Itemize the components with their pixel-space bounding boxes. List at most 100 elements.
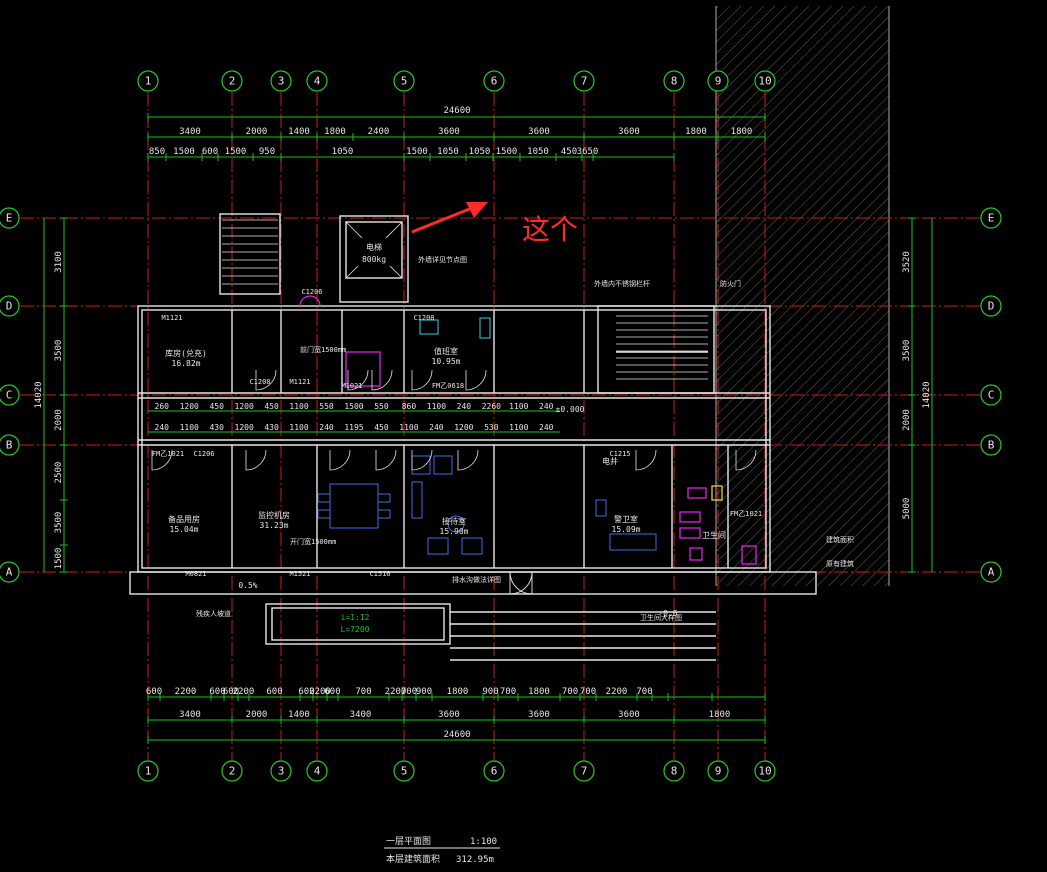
svg-text:2: 2 (229, 765, 236, 778)
grid-bubble-D-right: D (980, 295, 1002, 317)
annotation-note: 卫生间大样图 (640, 613, 682, 622)
left-dim: 3500 (54, 512, 64, 534)
svg-text:10.95m: 10.95m (432, 357, 461, 366)
svg-text:接待室: 接待室 (442, 516, 466, 526)
interior-dim-c: 1200 (180, 402, 199, 411)
interior-dim-b: 530 (484, 423, 499, 432)
top-dim-row1: 2400 (368, 127, 390, 137)
svg-text:7: 7 (581, 765, 588, 778)
door-tag: FM乙1021 (730, 510, 762, 518)
grid-bubble-2-bot: 2 (221, 760, 243, 782)
svg-text:2: 2 (229, 75, 236, 88)
annotation-note: 外墙内不锈钢栏杆 (594, 279, 650, 288)
building-walls (129, 213, 817, 661)
door-tag: M0821 (185, 570, 206, 578)
existing-building-hatch (716, 6, 889, 586)
top-dim-row2: 850 (149, 147, 165, 157)
door-tag: C1206 (193, 450, 214, 458)
interior-dim-c: 860 (402, 402, 417, 411)
annotation-note: 建筑面积 (826, 535, 854, 544)
bottom-dim-row1: 700 (562, 687, 578, 697)
svg-text:9: 9 (715, 75, 722, 88)
top-dim-row1: 3600 (528, 127, 550, 137)
interior-dim-c: 550 (374, 402, 389, 411)
right-dim: 3500 (902, 340, 912, 362)
annotation-note: 开门宽1500mm (290, 537, 336, 546)
door-tag: C1206 (301, 288, 322, 296)
grid-bubble-8-top: 8 (663, 70, 685, 92)
svg-text:15.90m: 15.90m (440, 527, 469, 536)
top-dim-row2: 1500 (406, 147, 428, 157)
grid-bubble-9-bot: 9 (707, 760, 729, 782)
bottom-dim-row1: 2200 (385, 687, 407, 697)
interior-dim-b: 1100 (289, 423, 308, 432)
svg-text:监控机房: 监控机房 (258, 510, 290, 520)
bottom-dim-row2: 2000 (246, 710, 268, 720)
door-tag: FM乙0618 (432, 382, 464, 390)
bottom-dim-row2: 1400 (288, 710, 310, 720)
left-dim: 1500 (54, 548, 64, 570)
top-dim-row2: 1500 (173, 147, 195, 157)
door-swings (151, 369, 757, 595)
interior-dim-c: 550 (319, 402, 334, 411)
interior-dim-b: 430 (264, 423, 279, 432)
svg-text:31.23m: 31.23m (260, 521, 289, 530)
top-dim-row2: 950 (259, 147, 275, 157)
grid-bubble-B-left: B (0, 434, 20, 456)
grid-bubble-4-top: 4 (306, 70, 328, 92)
top-dim-row2: 1500 (496, 147, 518, 157)
area-value: 312.95m (456, 855, 494, 865)
grid-bubble-6-top: 6 (483, 70, 505, 92)
top-dim-row1: 3400 (179, 127, 201, 137)
bottom-dim-row2: 3600 (528, 710, 550, 720)
door-tag: M1521 (289, 570, 310, 578)
right-dim: 2000 (902, 409, 912, 431)
drawing-title: 一层平面图 (386, 836, 431, 847)
left-dim: 3100 (54, 251, 64, 273)
interior-dim-b: 1100 (180, 423, 199, 432)
svg-text:卫生间: 卫生间 (702, 530, 726, 540)
interior-dim-b: 450 (374, 423, 389, 432)
top-dim-row2: 1050 (437, 147, 459, 157)
bottom-dim-row1: 600 (209, 687, 225, 697)
interior-dim-c: 1100 (427, 402, 446, 411)
annotation-note: 前门宽1500mm (300, 345, 346, 354)
door-tag: C1516 (369, 570, 390, 578)
grid-bubble-7-top: 7 (573, 70, 595, 92)
grid-bubble-E-right: E (980, 207, 1002, 229)
annotation-text: 这个 (522, 213, 578, 246)
grid-bubble-7-bot: 7 (573, 760, 595, 782)
elevator-shaft: 电梯 800kg (345, 221, 403, 279)
bottom-dim-row1: 900 (482, 687, 498, 697)
top-dim-row2: 600 (202, 147, 218, 157)
bottom-dim-row1: 2200 (309, 687, 331, 697)
svg-text:E: E (988, 212, 995, 225)
top-dim-row1: 3600 (618, 127, 640, 137)
svg-text:值班室: 值班室 (434, 346, 458, 356)
annotation-note: 防火门 (720, 279, 741, 288)
bottom-dim-row1: 700 (580, 687, 596, 697)
elevator-label: 电梯 (366, 242, 382, 252)
grid-bubble-3-top: 3 (270, 70, 292, 92)
annotation-note: 残疾人坡道 (196, 609, 231, 618)
svg-text:15.04m: 15.04m (170, 525, 199, 534)
svg-text:库房(兑充): 库房(兑充) (165, 348, 207, 358)
top-dim-row2: 1500 (225, 147, 247, 157)
interior-dim-c: 260 (155, 402, 170, 411)
bottom-dim-row1: 1800 (447, 687, 469, 697)
top-dim-row1: 2000 (246, 127, 268, 137)
bottom-dim-row1: 600 (266, 687, 282, 697)
svg-text:15.09m: 15.09m (612, 525, 641, 534)
ramp-slope-label: i=1:12 (341, 613, 370, 622)
interior-dim-b: 240 (539, 423, 554, 432)
svg-text:5: 5 (401, 765, 408, 778)
elevation-zero-label: ±0.000 (556, 405, 585, 414)
bottom-dim-row2: 1800 (709, 710, 731, 720)
annotation-arrow (411, 202, 488, 234)
bottom-dim-row1: 900 (416, 687, 432, 697)
